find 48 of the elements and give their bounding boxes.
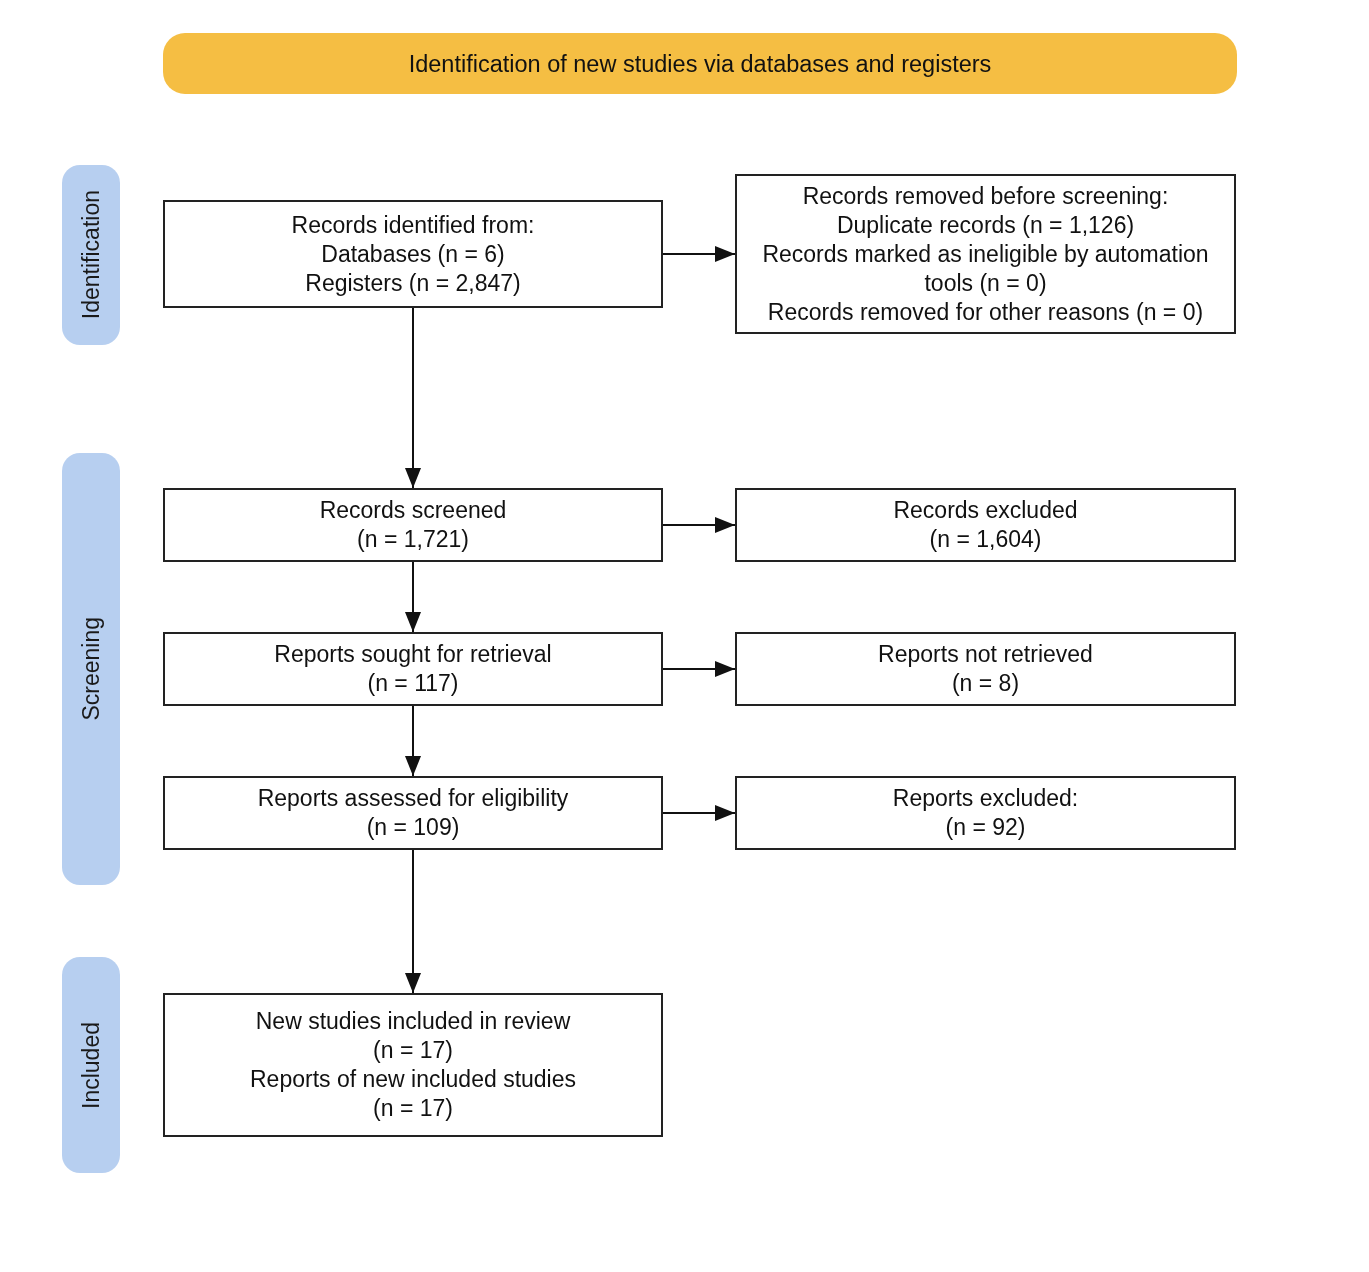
process-box	[735, 632, 1236, 706]
step-text: Records identified from:	[291, 210, 535, 240]
step-text: Reports assessed for eligibility	[257, 784, 569, 813]
phase-label: Identification	[77, 190, 105, 320]
arrow	[405, 705, 421, 777]
process-box	[735, 488, 1236, 562]
phase-label: Included	[77, 1021, 105, 1109]
step-text: (n = 8)	[951, 669, 1020, 698]
arrow	[405, 307, 421, 489]
arrow	[662, 805, 736, 821]
step-text: Reports excluded:	[892, 784, 1079, 813]
phase-band	[62, 957, 120, 1173]
phase-label: Screening	[77, 617, 105, 721]
arrow	[405, 561, 421, 633]
step-text: Duplicate records (n = 1,126)	[836, 210, 1135, 240]
phase-band	[62, 453, 120, 885]
process-box	[735, 174, 1236, 334]
step-text: (n = 17)	[373, 1036, 453, 1065]
step-text: Reports not retrieved	[878, 640, 1093, 669]
step-text: Records marked as ineligible by automation tools (n = 0)	[761, 239, 1210, 298]
arrow	[662, 517, 736, 533]
step-text: (n = 1,721)	[357, 525, 469, 554]
phase-band	[62, 165, 120, 345]
step-text: Records excluded	[893, 496, 1078, 525]
arrow	[662, 661, 736, 677]
process-box	[163, 200, 663, 308]
step-text: (n = 109)	[366, 813, 460, 842]
step-text: Reports sought for retrieval	[274, 640, 552, 669]
arrow	[662, 246, 736, 262]
arrow	[405, 849, 421, 994]
step-text: Databases (n = 6)	[321, 239, 505, 269]
step-text: (n = 117)	[367, 669, 459, 698]
banner-title: Identification of new studies via databases and registers	[408, 49, 992, 79]
process-box	[163, 776, 663, 850]
step-text: New studies included in review	[255, 1007, 571, 1036]
step-text: Records removed for other reasons (n = 0)	[767, 297, 1204, 327]
process-box	[735, 776, 1236, 850]
step-text: Registers (n = 2,847)	[305, 268, 521, 298]
process-box	[163, 993, 663, 1137]
step-text: (n = 1,604)	[929, 525, 1042, 554]
step-text: Records removed before screening:	[802, 181, 1169, 211]
step-text: Reports of new included studies	[250, 1065, 576, 1094]
step-text: Records screened	[319, 496, 507, 525]
step-text: (n = 92)	[945, 813, 1026, 842]
process-box	[163, 632, 663, 706]
header-banner	[163, 33, 1237, 94]
step-text: (n = 17)	[373, 1094, 453, 1123]
process-box	[163, 488, 663, 562]
